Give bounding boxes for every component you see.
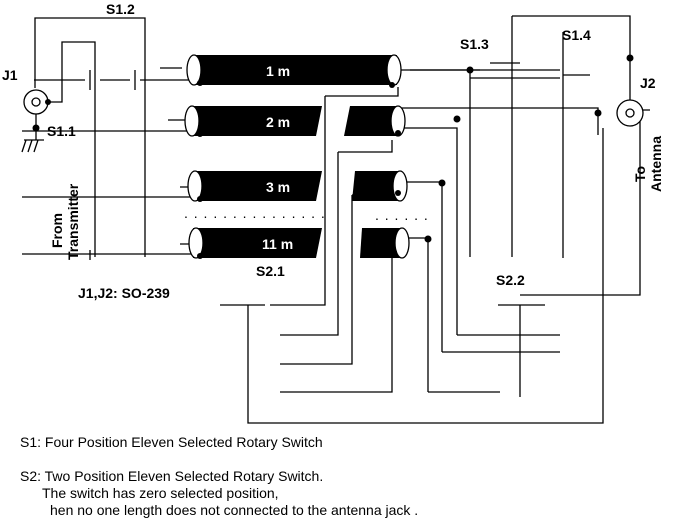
s2-1-wire-2 — [280, 140, 393, 336]
j1-jack — [23, 89, 49, 115]
label-to: To — [632, 166, 648, 182]
s1-3-line-1 — [398, 69, 471, 257]
s1-4-line — [398, 107, 599, 135]
s1-1-wire — [48, 41, 96, 257]
note-s2: S2: Two Position Eleven Selected Rotary … — [20, 468, 324, 484]
s2-2-wire — [498, 109, 650, 397]
junction-dots — [32, 54, 634, 259]
label-j1: J1 — [2, 67, 18, 83]
label-s1-1: S1.1 — [47, 123, 76, 139]
s1-4-wire — [562, 32, 590, 258]
note-s1: S1: Four Position Eleven Selected Rotary… — [20, 434, 323, 450]
label-connectors: J1,J2: SO-239 — [78, 285, 170, 301]
cable-2m — [184, 105, 406, 137]
label-from: From — [49, 213, 65, 248]
cable-label-1m: 1 m — [266, 63, 290, 79]
s1-2-wire — [34, 17, 146, 257]
label-j2: J2 — [640, 75, 656, 91]
s2-1-wire-4 — [280, 256, 393, 393]
note-line3: The switch has zero selected position, — [42, 485, 279, 501]
cable-label-11m: 11 m — [262, 236, 293, 252]
label-s1-4: S1.4 — [562, 27, 591, 43]
cable-label-2m: 2 m — [266, 114, 290, 130]
s1-3-contacts — [410, 62, 560, 71]
ellipsis-right: . . . . . . — [375, 207, 429, 223]
cable-label-3m: 3 m — [266, 179, 290, 195]
label-transmitter: Transmitter — [65, 183, 81, 260]
ellipsis-left: . . . . . . . . . . . . . . . — [184, 205, 326, 221]
label-s1-2: S1.2 — [106, 1, 135, 17]
ground-symbol — [21, 112, 44, 153]
cable-3m — [187, 170, 408, 202]
s1-contact-ticks — [160, 67, 200, 245]
j2-jack — [616, 99, 644, 127]
s1-3-line-4 — [400, 237, 429, 392]
notes-block: S1: Four Position Eleven Selected Rotary… — [20, 434, 670, 519]
antenna-feed — [511, 15, 631, 257]
label-antenna: Antenna — [648, 136, 664, 192]
label-s1-3: S1.3 — [460, 36, 489, 52]
note-line4: hen no one length does not connected to … — [50, 502, 419, 518]
label-s2-2: S2.2 — [496, 272, 525, 288]
s1-3-line-2 — [400, 127, 458, 335]
cable-11m — [188, 227, 410, 259]
s2-1-wire-1 — [270, 87, 399, 306]
cable-1m — [186, 54, 402, 86]
s2-common — [220, 128, 604, 424]
label-s2-1: S2.1 — [256, 263, 285, 279]
